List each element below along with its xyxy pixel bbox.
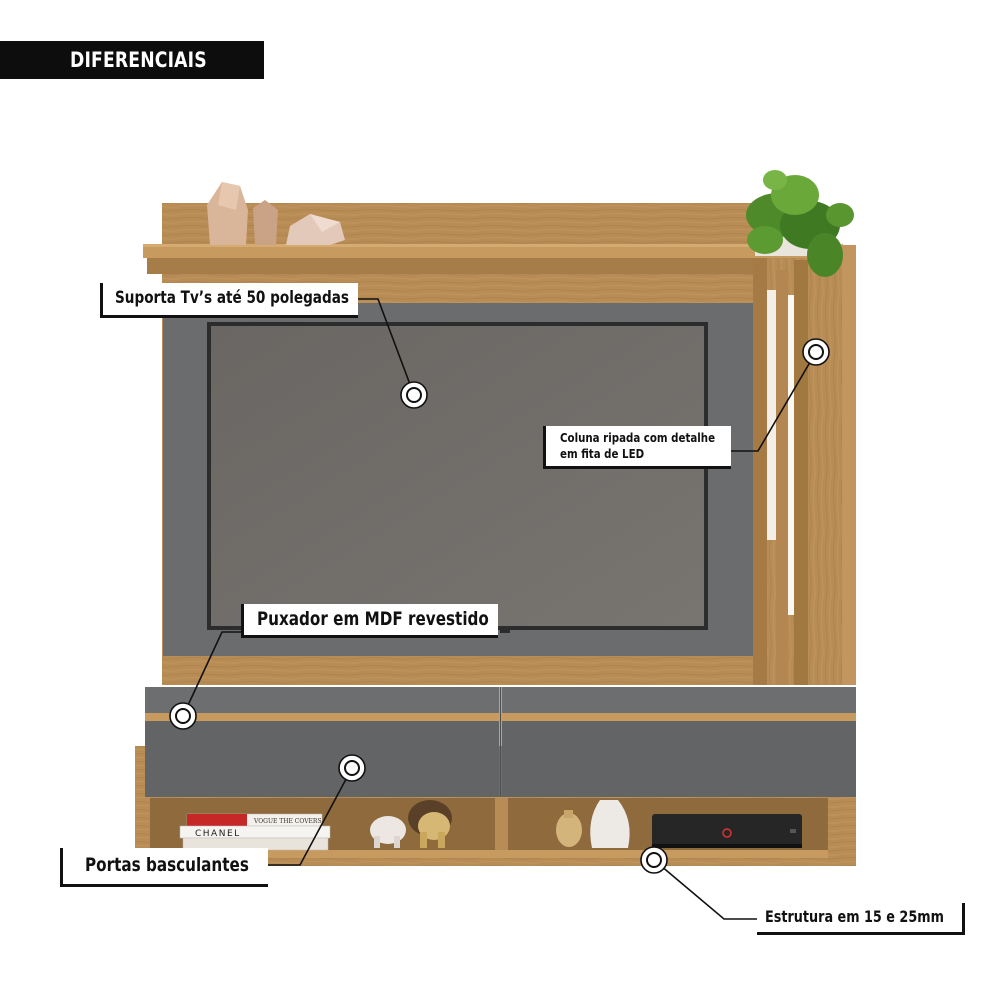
callout-structure-text: Estrutura em 15 e 25mm xyxy=(765,907,944,926)
tv-box-device xyxy=(652,814,802,848)
marker-structure xyxy=(640,846,668,874)
callout-mdf-handle: Puxador em MDF revestido xyxy=(241,604,498,638)
plant-icon xyxy=(746,170,854,277)
mdf-handle-right xyxy=(502,713,856,721)
marker-led-column xyxy=(802,338,830,366)
callout-leader-lines xyxy=(182,298,817,920)
books-stack: VOGUE THE COVERS CHANEL xyxy=(179,813,331,851)
callout-led-line1: Coluna ripada com detalhe xyxy=(560,430,716,445)
marker-handle xyxy=(169,702,197,730)
marker-tv-support xyxy=(400,381,428,409)
vase-white xyxy=(590,800,630,848)
flip-doors xyxy=(145,687,856,797)
slatted-column xyxy=(753,245,856,685)
mdf-handle-left xyxy=(145,713,499,721)
vase-gold xyxy=(556,810,582,847)
shelf-decor-vases xyxy=(207,182,345,245)
section-header: DIFERENCIAIS xyxy=(0,41,264,79)
callout-structure: Estrutura em 15 e 25mm xyxy=(757,903,965,935)
callout-handle-text: Puxador em MDF revestido xyxy=(257,608,489,630)
television xyxy=(207,322,708,633)
top-shelf xyxy=(143,244,843,274)
callout-tv-support: Suporta Tv’s até 50 polegadas xyxy=(100,283,358,318)
callout-led-column: Coluna ripada com detalhe em fita de LED xyxy=(543,426,731,469)
section-title: DIFERENCIAIS xyxy=(70,48,207,72)
gold-elephant-figurine xyxy=(408,800,452,848)
book-label-top: VOGUE THE COVERS xyxy=(253,818,322,825)
callout-doors-text: Portas basculantes xyxy=(85,854,249,876)
callout-led-line2: em fita de LED xyxy=(560,446,645,461)
book-label-bottom: CHANEL xyxy=(195,829,241,839)
marker-doors xyxy=(338,754,366,782)
callout-tv-support-text: Suporta Tv’s até 50 polegadas xyxy=(115,288,349,308)
callout-flip-doors: Portas basculantes xyxy=(60,848,268,887)
elephant-figurine xyxy=(370,816,406,848)
